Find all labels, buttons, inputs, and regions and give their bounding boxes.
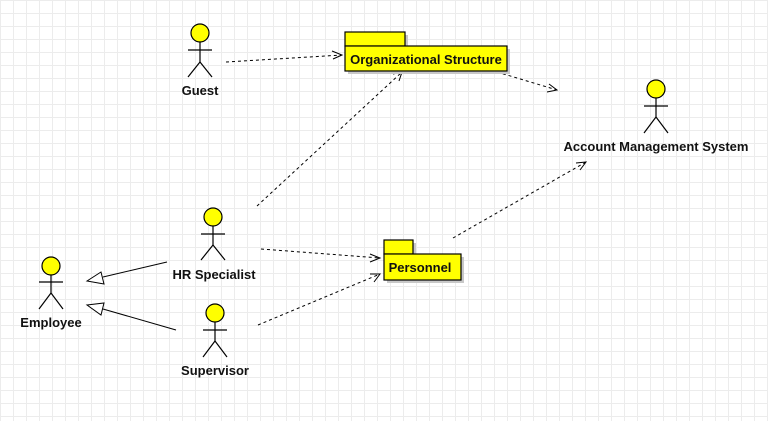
actor-label-account-management-system: Account Management System [564, 139, 749, 154]
actor-head [646, 79, 666, 99]
actor-label-guest: Guest [182, 83, 220, 98]
dependency-personnel-to-ams[interactable] [452, 161, 588, 239]
actor-head [205, 303, 225, 323]
actor-supervisor[interactable]: Supervisor [181, 303, 249, 378]
actor-employee[interactable]: Employee [20, 256, 82, 330]
package-label-org: Organizational Structure [350, 52, 502, 67]
actor-account-management-system[interactable]: Account Management System [564, 79, 749, 154]
actor-hr-specialist[interactable]: HR Specialist [172, 207, 256, 282]
generalization-hr-to-employee[interactable] [85, 261, 168, 285]
actor-head [203, 207, 223, 227]
dependency-org-to-ams[interactable] [496, 71, 559, 93]
actor-label-hr-specialist: HR Specialist [172, 267, 256, 282]
dependency-guest-to-org[interactable] [225, 50, 344, 63]
actor-head [190, 23, 210, 43]
actor-label-supervisor: Supervisor [181, 363, 249, 378]
generalization-supervisor-to-employee[interactable] [85, 302, 177, 331]
package-label-personnel: Personnel [389, 260, 452, 275]
dependency-supervisor-to-personnel[interactable] [257, 273, 381, 326]
actor-head [41, 256, 61, 276]
actor-guest[interactable]: Guest [182, 23, 220, 98]
package-personnel[interactable]: Personnel [383, 239, 464, 283]
dependency-hr-to-personnel[interactable] [260, 248, 382, 263]
package-organizational-structure[interactable]: Organizational Structure [344, 31, 510, 74]
actor-label-employee: Employee [20, 315, 81, 330]
dependency-hr-to-org[interactable] [256, 71, 403, 207]
